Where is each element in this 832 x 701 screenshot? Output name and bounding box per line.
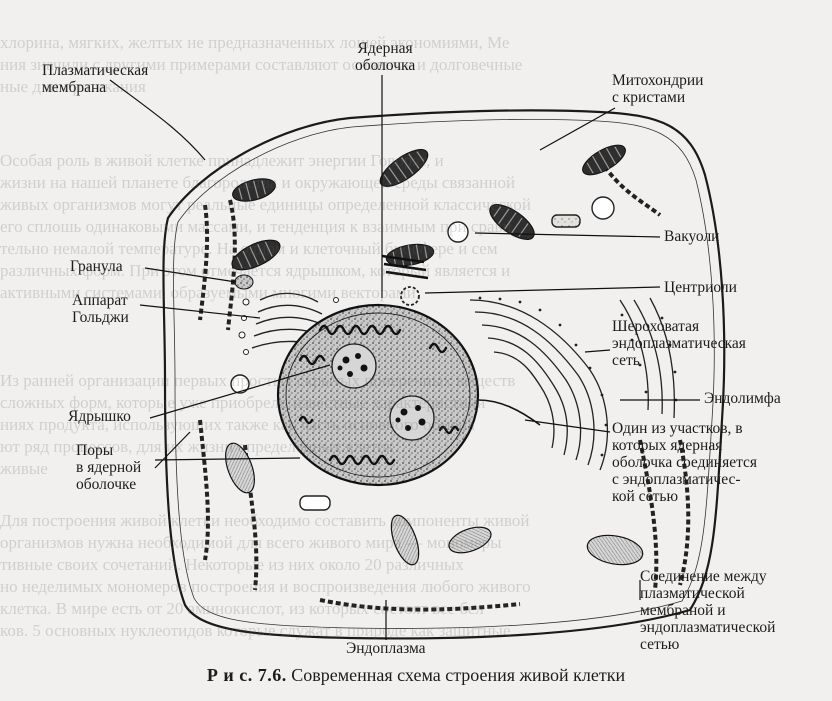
- background-text-line: Из ранней организации первых простых скр…: [0, 370, 832, 392]
- background-text-line: организмов нужна необходимой для всего ж…: [0, 532, 832, 554]
- label-membrane-er-junction: Соединение между плазматической мембрано…: [640, 568, 775, 653]
- label-centrioles: Центриоли: [664, 279, 737, 296]
- label-nuclear-pores: Поры в ядерной оболочке: [76, 442, 141, 493]
- label-endoplasm: Эндоплазма: [346, 640, 426, 657]
- label-mitochondria: Митохондрии с кристами: [612, 72, 703, 106]
- figure-caption: Р и с. 7.6. Современная схема строения ж…: [0, 665, 832, 686]
- label-plasma-membrane: Плазматическая мембрана: [42, 62, 148, 96]
- label-rough-er: Шероховатая эндоплазматическая сеть: [612, 318, 746, 369]
- background-text-line: живых организмов могут реальные единицы …: [0, 194, 832, 216]
- label-nuclear-envelope: Ядерная оболочка: [355, 40, 415, 74]
- caption-prefix: Р и с. 7.6.: [207, 665, 287, 685]
- label-endolymph: Эндолимфа: [704, 390, 781, 407]
- background-text-line: Для построения живой клетки необходимо с…: [0, 510, 832, 532]
- background-text-line: Особая роль в живой клетке принадлежит э…: [0, 150, 832, 172]
- background-text-line: хлорина, мягких, желтых не предназначенн…: [0, 32, 832, 54]
- label-vacuoles: Вакуоли: [664, 228, 719, 245]
- label-golgi: Аппарат Гольджи: [72, 292, 129, 326]
- label-nuclear-er-junction: Один из участков, в которых ядерная обол…: [612, 420, 757, 505]
- caption-text: Современная схема строения живой клетки: [291, 665, 625, 685]
- background-text-line: жизни на нашей планете благородства и ок…: [0, 172, 832, 194]
- label-nucleolus: Ядрышко: [68, 408, 131, 425]
- label-granule: Гранула: [70, 258, 123, 275]
